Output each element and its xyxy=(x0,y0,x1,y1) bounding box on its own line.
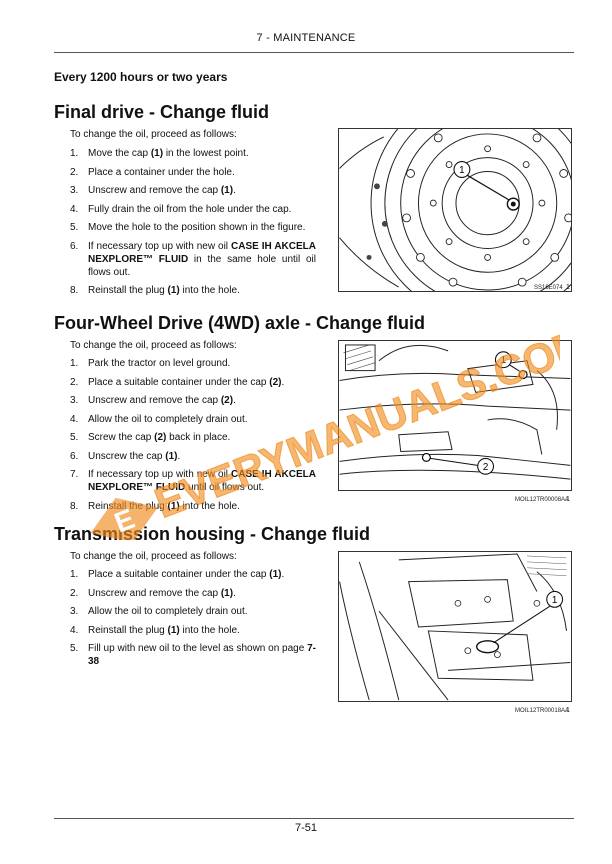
callout-1 xyxy=(453,161,471,178)
step-number: 1. xyxy=(70,148,79,159)
step-item: 1.Park the tractor on level ground. xyxy=(70,358,231,369)
4wd-axle-illustration: 1 2 xyxy=(339,344,571,480)
transmission-cap xyxy=(476,640,500,654)
section-intro: To change the oil, proceed as follows: xyxy=(70,129,237,140)
figure-id: SS16E074 xyxy=(534,285,563,291)
step-item: 3.Unscrew and remove the cap (1). xyxy=(70,185,236,196)
step-item: 7.If necessary top up with new oil CASE … xyxy=(70,469,316,493)
step-number: 3. xyxy=(70,185,79,196)
step-number: 8. xyxy=(70,500,79,512)
final-drive-figure: 1 xyxy=(338,128,572,292)
header-rule xyxy=(54,52,574,53)
callout-label: 1 xyxy=(552,595,557,606)
step-number: 6. xyxy=(70,240,79,252)
step-item: 5.Move the hole to the position shown in… xyxy=(70,222,306,233)
step-item: 6.Unscrew the cap (1). xyxy=(70,450,181,462)
step-item: 4.Fully drain the oil from the hole unde… xyxy=(70,203,292,215)
step-number: 4. xyxy=(70,203,79,215)
callout-1 xyxy=(494,351,512,369)
step-item: 4.Reinstall the plug (1) into the hole. xyxy=(70,624,240,636)
step-number: 2. xyxy=(70,587,79,599)
section-title: Transmission housing - Change fluid xyxy=(54,524,371,544)
step-list: 1.Move the cap (1) in the lowest point. … xyxy=(70,147,316,303)
step-item: 3.Allow the oil to completely drain out. xyxy=(70,606,248,617)
step-number: 5. xyxy=(70,643,79,654)
callout-label: 1 xyxy=(459,165,464,176)
step-item: 3.Unscrew and remove the cap (2). xyxy=(70,395,236,406)
step-number: 5. xyxy=(70,222,79,233)
step-item: 2.Place a suitable container under the c… xyxy=(70,376,285,388)
transmission-illustration: 1 xyxy=(339,553,571,701)
step-number: 8. xyxy=(70,285,79,296)
callout-1 xyxy=(546,590,564,608)
step-item: 2.Unscrew and remove the cap (1). xyxy=(70,587,236,599)
page-header: 7 - MAINTENANCE xyxy=(256,32,356,44)
figure-id: MOIL12TR00008AA xyxy=(515,497,570,503)
step-item: 4.Allow the oil to completely drain out. xyxy=(70,413,248,425)
step-number: 1. xyxy=(70,358,79,369)
step-item: 1.Place a suitable container under the c… xyxy=(70,569,285,580)
step-list: 1.Park the tractor on level ground. 2.Pl… xyxy=(70,357,316,518)
step-item: 5.Screw the cap (2) back in place. xyxy=(70,432,231,443)
section-title: Final drive - Change fluid xyxy=(54,102,270,122)
step-item: 8.Reinstall the plug (1) into the hole. xyxy=(70,285,240,296)
step-item: 8.Reinstall the plug (1) into the hole. xyxy=(70,500,240,512)
fill-cap xyxy=(518,369,528,380)
step-number: 3. xyxy=(70,395,79,406)
step-number: 6. xyxy=(70,450,79,462)
section-intro: To change the oil, proceed as follows: xyxy=(70,551,237,562)
section-title: Four-Wheel Drive (4WD) axle - Change flu… xyxy=(54,313,426,333)
figure-number: 1 xyxy=(566,707,570,714)
step-number: 1. xyxy=(70,569,79,580)
step-item: 2.Place a container under the hole. xyxy=(70,166,235,178)
step-item: 6.If necessary top up with new oil CASE … xyxy=(70,240,316,278)
drain-cap xyxy=(421,452,431,463)
page-number: 7-51 xyxy=(294,822,318,834)
figure-id: MOIL12TR00018AA xyxy=(515,708,570,714)
step-number: 3. xyxy=(70,606,79,617)
callout-2 xyxy=(477,457,495,475)
step-item: 5.Fill up with new oil to the level as s… xyxy=(70,643,316,667)
final-drive-illustration: 1 xyxy=(339,129,571,291)
step-number: 4. xyxy=(70,413,79,425)
footer-rule xyxy=(54,818,574,819)
section-intro: To change the oil, proceed as follows: xyxy=(70,340,237,351)
interval-heading: Every 1200 hours or two years xyxy=(54,70,228,84)
step-number: 2. xyxy=(70,166,79,178)
callout-label: 2 xyxy=(483,462,488,473)
step-number: 2. xyxy=(70,376,79,388)
figure-number: 1 xyxy=(566,284,570,291)
transmission-figure: 1 xyxy=(338,551,572,702)
callout-label: 1 xyxy=(501,355,506,366)
step-number: 4. xyxy=(70,624,79,636)
figure-number: 1 xyxy=(566,496,570,503)
step-list: 1.Place a suitable container under the c… xyxy=(70,568,316,674)
step-number: 5. xyxy=(70,432,79,443)
4wd-axle-figure: 1 2 xyxy=(338,340,572,491)
step-number: 7. xyxy=(70,469,79,480)
step-item: 1.Move the cap (1) in the lowest point. xyxy=(70,148,249,159)
